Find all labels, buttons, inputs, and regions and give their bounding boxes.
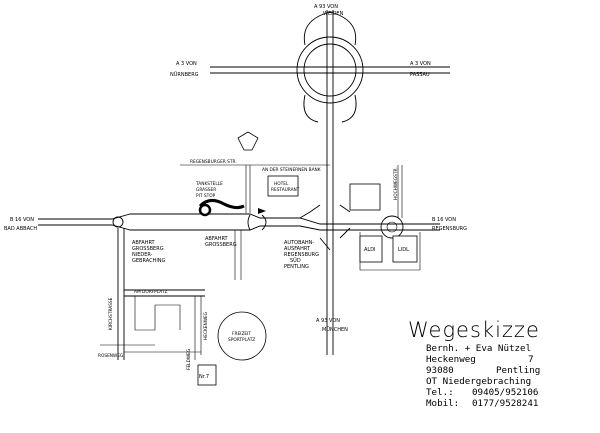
label-a93-north-2: WEIDEN [323, 11, 344, 17]
label-sports: FREIZEIT [232, 331, 251, 337]
label-aldi: ALDI [364, 247, 376, 253]
label-a93-south: A 93 VON [316, 318, 340, 324]
phone-number: 09405/952106 [472, 387, 538, 398]
page-title: Wegeskizze [408, 318, 540, 342]
address-house-number: 7 [528, 354, 534, 365]
label-house-number: Nr.7 [199, 374, 209, 380]
label-hotel-2: RESTAURANT [271, 187, 300, 193]
label-sports-2: SPORTPLATZ [228, 337, 255, 343]
label-tankstelle-2: GRASSER [196, 187, 216, 193]
buildings [197, 131, 418, 386]
label-abfahrt-west-3: NIEDER- [132, 252, 153, 258]
mobile-number: 0177/9528241 [472, 398, 538, 409]
address-name: Bernh. + Eva Nützel [426, 343, 531, 354]
phone-label: Tel.: [426, 387, 454, 398]
address-block: Wegeskizze Bernh. + Eva Nützel Heckenweg… [408, 318, 540, 409]
local-roads [100, 164, 421, 360]
address-street: Heckenweg [426, 354, 476, 365]
label-autobahn-4: SÜD [290, 257, 301, 264]
label-lidl: LIDL [398, 247, 409, 253]
label-abfahrt-center-2: GROSSBERG [205, 242, 237, 248]
address-city: Pentling [496, 365, 540, 376]
address-district: OT Niedergebraching [426, 376, 531, 387]
b16-road [38, 213, 440, 239]
label-autobahn: AUTOBAHN- [284, 240, 314, 246]
label-am-dorfplatz: AM DORFPLATZ [134, 289, 167, 295]
label-autobahn-5: PENTLING [284, 264, 309, 270]
label-steinernen-bank: AN DER STEINERNEN BANK [262, 167, 321, 173]
label-autobahn-3: REGENSBURG [284, 252, 319, 258]
label-a3-east-2: PASSAU [410, 72, 430, 78]
address-postal-code: 93080 [426, 365, 454, 376]
label-tankstelle-3: PIT STOP [196, 193, 216, 199]
label-hotel: HOTEL [274, 181, 289, 187]
label-b16-west: B 16 VON [10, 217, 34, 223]
label-abfahrt-west-4: GEBRACHING [132, 258, 166, 264]
label-b16-west-2: BAD ABBACH [4, 226, 37, 232]
destination-route-marker [198, 199, 266, 217]
label-a3-west-2: NÜRNBERG [170, 71, 199, 78]
label-b16-east-2: REGENSBURG [432, 226, 467, 232]
autobahn-interchange-north [210, 10, 450, 355]
label-regensburger-str: REGENSBURGER STR. [190, 159, 237, 165]
label-b16-east: B 16 VON [432, 217, 456, 223]
mobile-label: Mobil: [426, 398, 459, 409]
label-autobahn-2: AUSFAHRT [284, 246, 311, 252]
label-kirchstrasse: KIRCHSTRASSE [108, 297, 114, 330]
label-abfahrt-west: ABFAHRT [132, 240, 156, 246]
label-a93-north: A 93 VON [314, 4, 338, 10]
label-tankstelle: TANKSTELLE [195, 181, 223, 187]
map-labels: A 93 VON WEIDEN A 3 VON NÜRNBERG A 3 VON… [4, 4, 467, 380]
label-feldweg: FELDWEG [186, 349, 192, 370]
label-hochweg: HOCHWEGSTR. [393, 167, 399, 200]
label-heckenweg-road: HECKENWEG [203, 312, 209, 340]
label-a93-south-2: MÜNCHEN [322, 326, 348, 333]
label-abfahrt-west-2: GROSSBERG [132, 246, 164, 252]
label-a3-east: A 3 VON [410, 61, 431, 67]
label-rosenweg: ROSENWEG [98, 353, 123, 359]
label-abfahrt-center: ABFAHRT [205, 236, 229, 242]
label-a3-west: A 3 VON [176, 61, 197, 67]
